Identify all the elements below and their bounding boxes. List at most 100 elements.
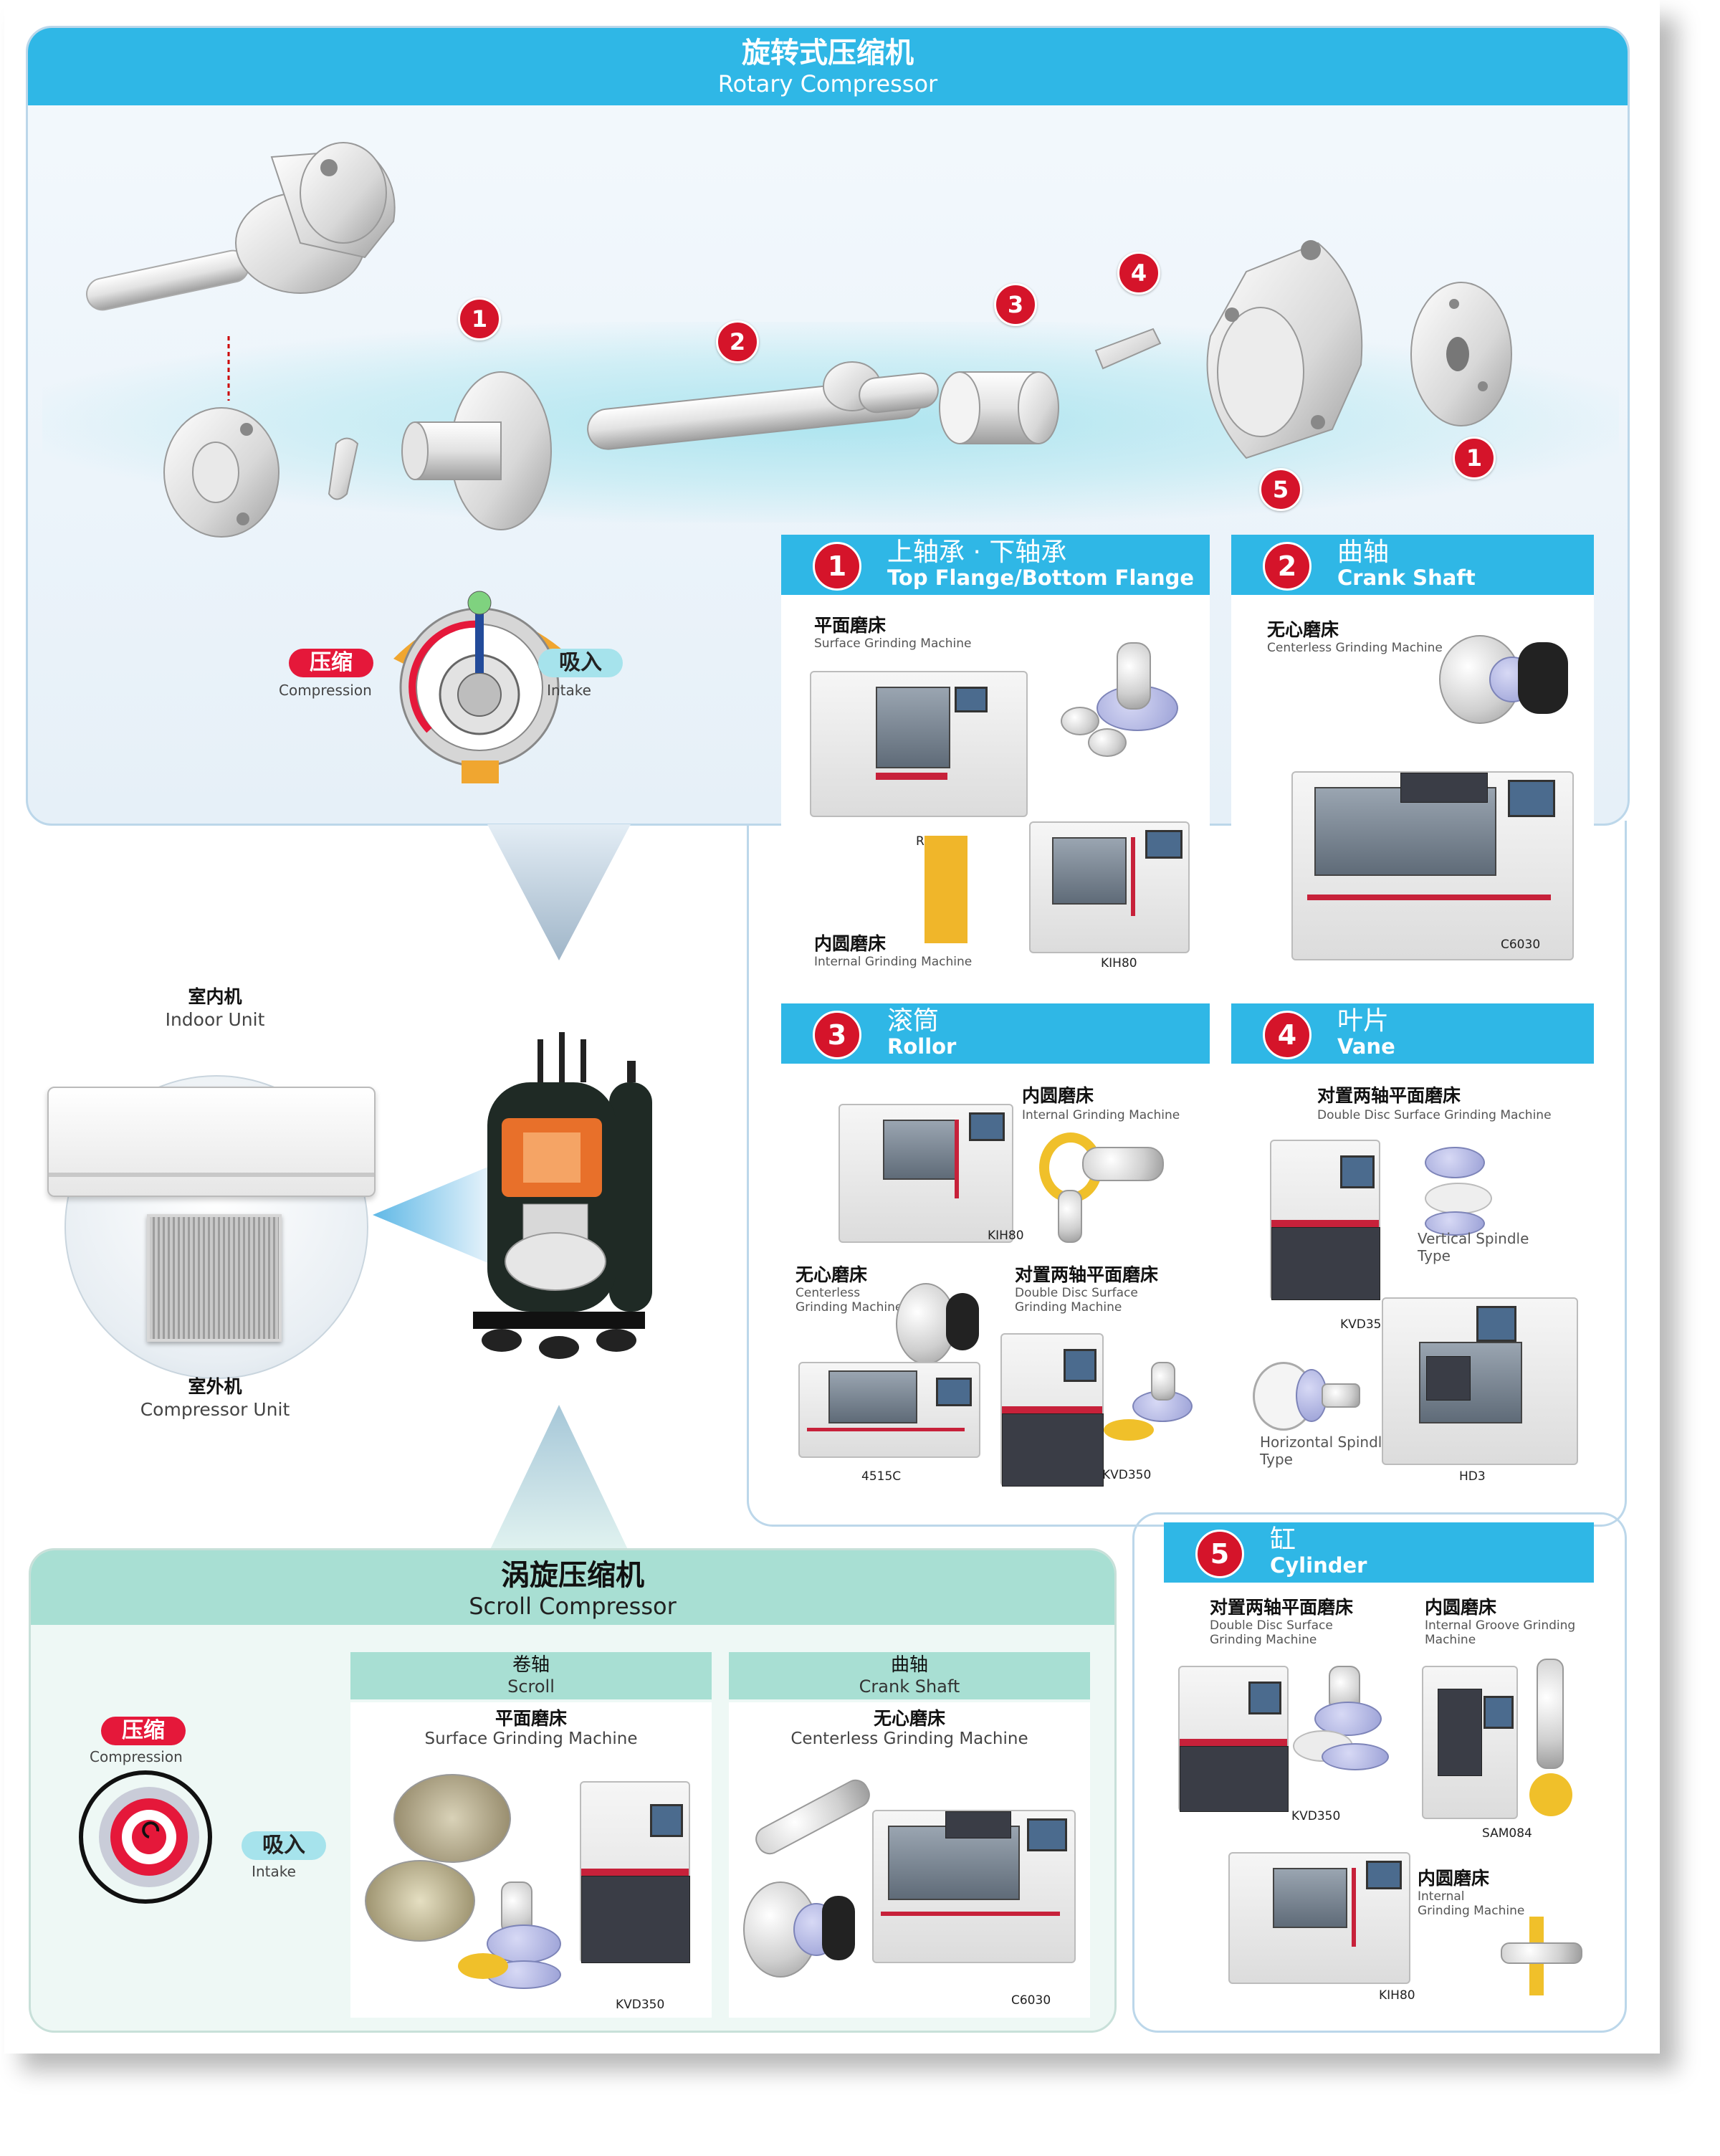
badge-crank-shaft: 2	[716, 320, 759, 363]
card1-title-en: Top Flange/Bottom Flange	[887, 566, 1195, 590]
compression-label-scroll: Compression	[90, 1748, 183, 1765]
compression-pill-rotary: 压缩	[289, 649, 373, 677]
scroll-part-image-2	[365, 1860, 475, 1942]
card3-model2: 4515C	[861, 1469, 902, 1484]
top-flange-part	[401, 371, 552, 530]
card2-title-en: Crank Shaft	[1337, 566, 1476, 590]
card3-m3-en2: Grinding Machine	[1015, 1300, 1122, 1315]
card4-m1-cn: 对置两轴平面磨床	[1317, 1085, 1461, 1106]
card5-title-en: Cylinder	[1270, 1553, 1367, 1578]
down-arrow-glow	[487, 824, 631, 960]
card1-m2-en: Internal Grinding Machine	[814, 955, 973, 969]
flange-grinding-diagram	[1054, 628, 1182, 771]
card5-m2-en1: Internal Groove Grinding	[1425, 1618, 1576, 1633]
machine-c6030-image	[1291, 771, 1574, 960]
scroll-disc-diagram	[458, 1881, 573, 1989]
scroll-compression-diagram	[79, 1770, 212, 1904]
card-crank-shaft: 2 曲轴 Crank Shaft 无心磨床 Centerless Grindin…	[1231, 535, 1594, 981]
exploded-parts-illustration	[86, 142, 1512, 538]
card1-m1-en: Surface Grinding Machine	[814, 636, 972, 651]
scroll-col2-en: Crank Shaft	[859, 1676, 960, 1697]
badge-vane: 4	[1117, 252, 1160, 295]
scroll-col1-header: 卷轴 Scroll	[350, 1652, 712, 1699]
card4-badge: 4	[1263, 1011, 1312, 1059]
roller-disc-diagram	[1104, 1362, 1197, 1448]
card4-horizontal1: Horizontal Spindle	[1260, 1434, 1391, 1451]
badge-cylinder: 5	[1259, 468, 1302, 511]
card4-vertical1: Vertical Spindle	[1418, 1230, 1529, 1247]
machine-4515c-image	[798, 1362, 980, 1458]
scroll-title-cn: 涡旋压缩机	[501, 1559, 644, 1592]
intake-label-scroll: Intake	[252, 1863, 296, 1880]
link-parts	[328, 437, 359, 500]
intake-pill-scroll: 吸入	[242, 1831, 326, 1860]
machine-r431-image	[810, 671, 1028, 817]
compression-label-rotary: Compression	[279, 682, 372, 699]
card5-m1-en2: Grinding Machine	[1210, 1633, 1317, 1647]
card3-title-cn: 滚筒	[887, 1006, 940, 1036]
card3-m3-cn: 对置两轴平面磨床	[1015, 1264, 1159, 1285]
cylinder-internal-diagram	[1501, 1917, 1582, 1995]
card2-title-cn: 曲轴	[1337, 538, 1390, 567]
card1-badge: 1	[813, 542, 861, 591]
machine-sam084-image	[1422, 1666, 1518, 1819]
roller-centerless-diagram	[896, 1283, 982, 1365]
card3-m2-en1: Centerless	[796, 1286, 861, 1300]
compression-pill-scroll: 压缩	[101, 1717, 186, 1745]
card5-model1: KVD350	[1291, 1809, 1341, 1823]
outdoor-unit-en: Compressor Unit	[140, 1399, 290, 1420]
groove-grinding-diagram	[1522, 1659, 1580, 1838]
cylinder-part	[1206, 240, 1363, 459]
cylinder-frame	[1132, 1512, 1627, 2033]
scroll-col1-model: KVD350	[616, 1998, 665, 2012]
machine-kih80-image-1	[1029, 821, 1190, 953]
crank-shaft-part	[587, 361, 939, 450]
machine-kvd350-image-2	[1270, 1140, 1380, 1300]
machine-c6030-image-2	[872, 1810, 1076, 1963]
card5-m2-en2: Machine	[1425, 1633, 1476, 1647]
scroll-col2-machine-en: Centerless Grinding Machine	[790, 1730, 1028, 1748]
badge-top-flange: 1	[458, 297, 501, 340]
scroll-part-image-1	[393, 1774, 511, 1863]
card5-m1-en1: Double Disc Surface	[1210, 1618, 1333, 1633]
card3-m1-cn: 内圆磨床	[1022, 1085, 1094, 1106]
card4-model1: KVD350	[1340, 1317, 1390, 1332]
card4-model2: HD3	[1459, 1469, 1486, 1484]
card1-m2-cn: 内圆磨床	[814, 933, 887, 954]
machine-kvd350-image-4	[580, 1781, 690, 1963]
card2-badge: 2	[1263, 542, 1312, 591]
card5-model2: SAM084	[1482, 1826, 1532, 1841]
card5-title-cn: 缸	[1270, 1525, 1296, 1555]
scroll-col2-model: C6030	[1011, 1993, 1051, 2008]
card2-model1: C6030	[1501, 938, 1541, 952]
rotary-title-cn: 旋转式压缩机	[742, 37, 914, 70]
card5-m3-en2: Grinding Machine	[1418, 1904, 1525, 1918]
rotary-header: 旋转式压缩机 Rotary Compressor	[28, 28, 1628, 105]
scroll-col1-body: 平面磨床 Surface Grinding Machine KVD350	[350, 1702, 712, 2018]
scroll-title-en: Scroll Compressor	[469, 1593, 677, 1620]
card2-header: 2 曲轴 Crank Shaft	[1231, 535, 1594, 595]
horizontal-spindle-diagram	[1253, 1362, 1360, 1434]
vane-part	[1094, 328, 1162, 370]
machine-hd3-image	[1382, 1297, 1578, 1465]
card5-header: 5 缸 Cylinder	[1164, 1522, 1594, 1583]
card5-m3-cn: 内圆磨床	[1418, 1868, 1490, 1889]
indoor-unit-cn: 室内机	[188, 986, 242, 1007]
flange-right-part	[1410, 282, 1512, 426]
card3-header: 3 滚筒 Rollor	[781, 1003, 1210, 1064]
card-cylinder: 5 缸 Cylinder 对置两轴平面磨床 Double Disc Surfac…	[1164, 1522, 1594, 2007]
rotary-title-en: Rotary Compressor	[717, 70, 938, 97]
card5-model3: KIH80	[1379, 1988, 1415, 2003]
card5-m3-en1: Internal	[1418, 1889, 1465, 1904]
centerless-diagram	[1439, 635, 1568, 724]
scroll-col1-cn: 卷轴	[512, 1654, 550, 1676]
crank-shaft-image	[750, 1775, 875, 1859]
scroll-centerless-diagram	[743, 1881, 858, 1982]
compressor-cutaway-image	[473, 1032, 652, 1359]
card1-m1-cn: 平面磨床	[814, 615, 887, 636]
roller-part	[939, 371, 1059, 444]
card3-m1-en: Internal Grinding Machine	[1022, 1108, 1180, 1122]
machine-kih80-image-3	[1228, 1852, 1410, 1984]
badge-bottom-flange: 1	[1453, 437, 1496, 480]
assembled-pump-icon	[86, 142, 396, 401]
